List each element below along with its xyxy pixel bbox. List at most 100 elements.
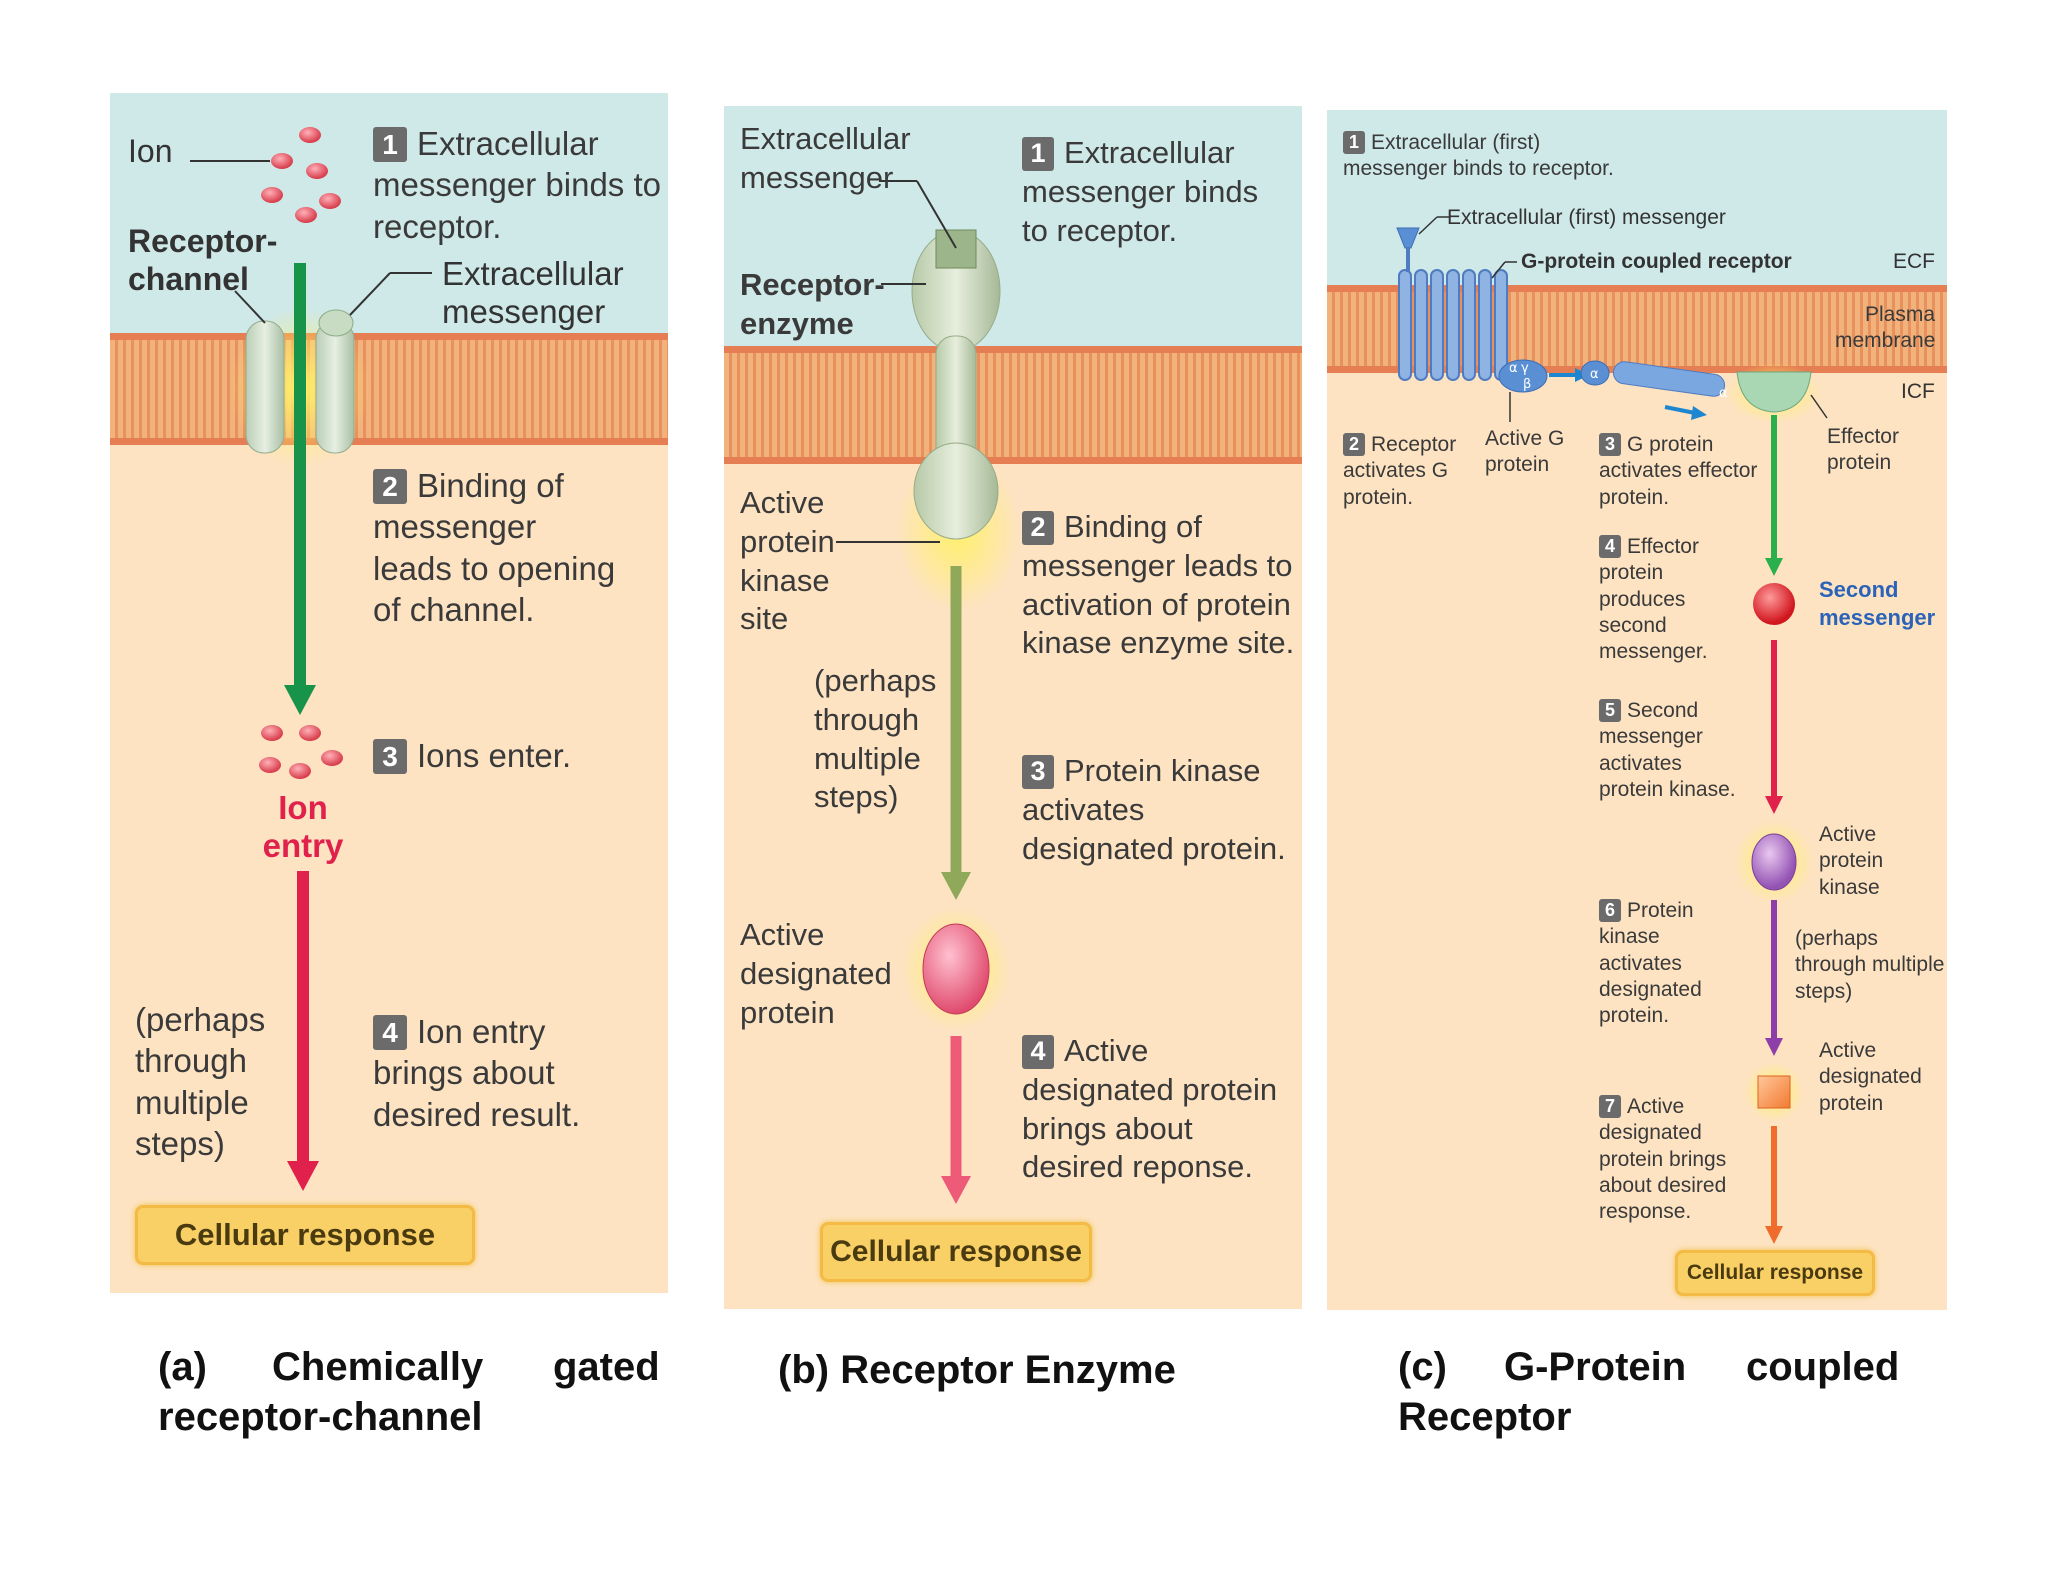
step-number: 2 [1022, 511, 1054, 545]
step-number: 1 [373, 127, 407, 162]
step-number: 2 [1343, 433, 1365, 456]
ion-label: Ion [128, 133, 173, 169]
cellular-response-box: Cellular response [820, 1222, 1092, 1282]
move-arrow [1664, 405, 1696, 415]
extracellular-messenger-label-1: Extracellular [442, 255, 624, 292]
extracellular-fluid [1327, 110, 1947, 285]
alpha-subunit-label: α [1590, 367, 1599, 382]
step-number: 5 [1599, 699, 1621, 722]
active-protein-kinase-label: Active protein kinase [1819, 823, 1884, 899]
effector-protein-label: Effector protein [1827, 425, 1899, 475]
designated-protein [922, 923, 990, 1015]
messenger-leader-line [349, 272, 391, 316]
step-text: Extracellular (first) messenger binds to… [1343, 131, 1614, 181]
intracellular-fluid [1327, 373, 1947, 1310]
panel-a: Ion Receptor- channel Extracellular mess… [110, 93, 668, 1293]
first-messenger-label: Extracellular (first) messenger [1447, 206, 1726, 229]
caption-c-1: (c) [1398, 1345, 1447, 1389]
extracellular-messenger-label-2: messenger [442, 293, 606, 330]
step-number: 2 [373, 469, 407, 504]
g-protein-trimer [1498, 359, 1548, 393]
step-number: 1 [1022, 137, 1054, 171]
caption-a-2: Chemically [272, 1345, 484, 1389]
step-text: Extracellular messenger binds to recepto… [373, 125, 661, 245]
icf-label: ICF [1901, 380, 1935, 403]
intracellular-fluid [110, 445, 668, 1293]
active-designated-protein-label: Active designated protein [740, 917, 892, 1030]
caption-c-2: G-Protein [1504, 1345, 1687, 1389]
panel-a-graphics [190, 127, 432, 1191]
active-designated-protein-label: Active designated protein [1819, 1039, 1922, 1115]
ion-entry-label-1: Ion [278, 789, 328, 826]
step-number: 3 [1022, 755, 1054, 789]
second-messenger-label: Second messenger [1819, 577, 1936, 630]
step-number: 4 [373, 1015, 407, 1050]
ion-entry-label-2: entry [262, 827, 344, 864]
step-text: Ion entry brings about desired result. [373, 1013, 581, 1133]
step-text: Ions enter. [417, 737, 572, 774]
receptor-enzyme-base [913, 442, 999, 540]
caption-a-1: (a) [158, 1345, 207, 1389]
first-messenger [1396, 227, 1420, 249]
receptor-enzyme-label: Receptor- enzyme [740, 267, 885, 341]
entered-ions [259, 725, 343, 779]
step-text: Protein kinase activates designated prot… [1599, 899, 1702, 1027]
caption-c-3: coupled [1746, 1345, 1900, 1389]
step-text: Binding of messenger leads to opening of… [373, 467, 616, 628]
second-messenger-ball [1753, 583, 1795, 625]
active-g-protein-label: Active G protein [1485, 427, 1565, 477]
bound-messenger [935, 229, 977, 269]
plasma-membrane-label: Plasma membrane [1835, 303, 1936, 353]
extracellular-messenger-label: Extracellular messenger [740, 121, 911, 195]
step-number: 7 [1599, 1095, 1621, 1118]
caption-a-3: gated [553, 1345, 660, 1389]
gpcr-label: G-protein coupled receptor [1521, 250, 1792, 273]
gpcr-helices [1398, 269, 1508, 381]
moving-alpha-subunit [1612, 361, 1726, 397]
ion-cluster [261, 127, 341, 223]
alpha-subunit-label-2: α [1719, 386, 1728, 401]
channel-subunit-right [315, 320, 355, 454]
step-text: Active designated protein brings about d… [1599, 1095, 1727, 1223]
channel-subunit-left [245, 320, 285, 454]
step-number: 4 [1599, 535, 1621, 558]
caption-c-4: Receptor [1398, 1395, 1572, 1439]
intracellular-fluid [724, 464, 1302, 1309]
alpha-subunit [1580, 360, 1610, 386]
step-text: Second messenger activates protein kinas… [1599, 699, 1736, 801]
panel-c-graphics: α γ β α α [1396, 216, 1828, 1244]
alpha-label: α [1509, 361, 1518, 376]
cellular-response-box: Cellular response [135, 1205, 475, 1265]
receptor-leader-line [234, 290, 266, 324]
step-number: 6 [1599, 899, 1621, 922]
cellular-response-box: Cellular response [1675, 1250, 1875, 1296]
step-text: Binding of messenger leads to activation… [1022, 509, 1295, 661]
extracellular-fluid [724, 106, 1302, 346]
active-kinase-site-label: Active protein kinase site [740, 485, 835, 637]
receptor-channel-label-2: channel [128, 261, 249, 297]
step-number: 4 [1022, 1035, 1054, 1069]
step-text: Receptor activates G protein. [1343, 433, 1457, 509]
beta-label: β [1523, 377, 1531, 392]
step-text: G protein activates effector protein. [1599, 433, 1758, 509]
panel-b: Extracellular messenger Receptor- enzyme… [724, 106, 1302, 1309]
plasma-membrane [110, 333, 668, 445]
perhaps-note: (perhaps through multiple steps) [135, 1001, 266, 1162]
step-text: Extracellular messenger binds to recepto… [1022, 135, 1259, 248]
caption-a-4: receptor-channel [158, 1395, 483, 1439]
panel-b-graphics [836, 180, 1020, 1204]
receptor-channel-label-1: Receptor- [128, 223, 278, 259]
